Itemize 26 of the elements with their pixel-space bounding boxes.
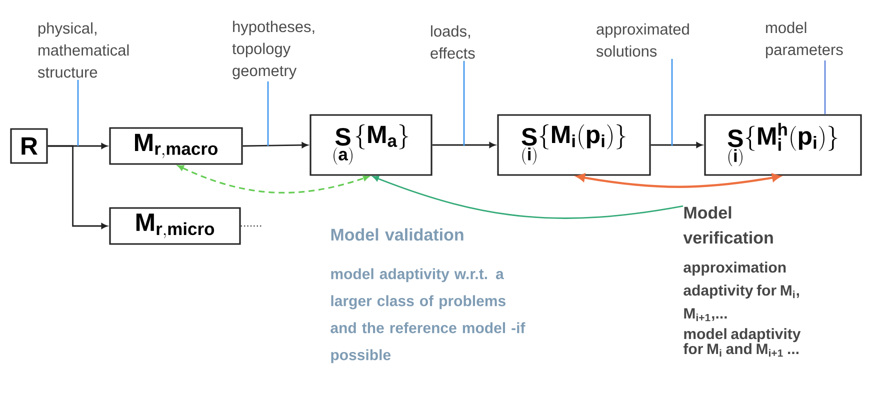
arrow bbox=[242, 142, 308, 148]
model-box: $\mathbf{R}$ bbox=[10, 128, 48, 164]
arrow bbox=[650, 142, 702, 148]
model-box: $\mathbf{M}_{\mathbf{r,macro}}$ bbox=[109, 127, 243, 165]
arrow bbox=[576, 174, 780, 188]
annotation-text: model parameters bbox=[766, 22, 843, 58]
description-text: model adaptivity w.r.t. a larger class of problems and the reference model -if possible bbox=[330, 268, 526, 364]
annotation-text: approximated solutions bbox=[596, 23, 689, 57]
leader-line bbox=[267, 81, 269, 146]
arrow bbox=[432, 142, 496, 148]
leader-line bbox=[463, 60, 465, 146]
verification-text: Model verification approximation adaptivity for M$_{i}$, M$_{i+1}$,... model adaptivity for M$_{i}$ and M$_{i+1}$ ... bbox=[683, 206, 801, 357]
model-box: $\mathbf{M}_{\mathbf{r,micro}}$ bbox=[109, 207, 241, 245]
model-box: $\mathop{\mathbf{S}}\limits_{(\mathbf{i})}\{\mathbf{M}_{\mathbf{i}}(\mathbf{p}_{\mathbf{i}})\}$ bbox=[497, 114, 651, 176]
annotation-text: physical, mathematical structure bbox=[38, 22, 129, 78]
annotation-text: hypotheses, topology geometry bbox=[232, 20, 314, 80]
model-box: $\mathop{\mathbf{S}}\limits_{(\mathbf{i})}\{\mathbf{M}^{\mathbf{h}}_{\mathbf{i}}(\mathbf{p}_{\mathbf{i}})\}$ bbox=[704, 114, 862, 176]
model-box: $\mathop{\mathbf{S}}\limits_{(\mathbf{a})}\{\mathbf{M}_{\mathbf{a}}\}$ bbox=[310, 114, 432, 176]
leader-line bbox=[824, 60, 826, 114]
arrow bbox=[178, 165, 370, 194]
leader-line bbox=[671, 58, 673, 146]
arrow bbox=[372, 176, 684, 219]
annotation-text: loads, effects bbox=[430, 25, 475, 59]
arrow bbox=[48, 145, 108, 229]
leader-line bbox=[77, 80, 79, 146]
section-heading: Model validation bbox=[331, 228, 464, 241]
